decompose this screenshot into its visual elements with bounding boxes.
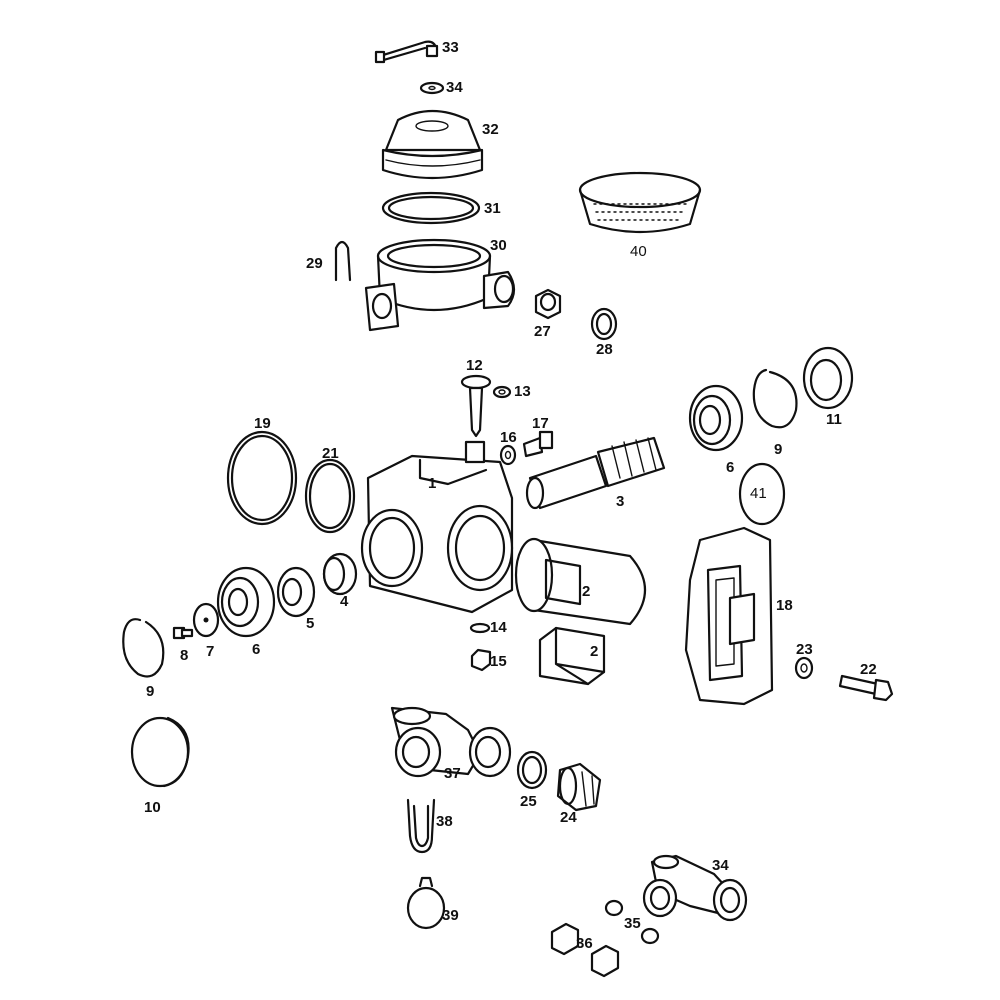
label-38: 38 [436, 813, 453, 830]
part-27-bushing [590, 307, 618, 341]
part-32-bent-pipe [374, 40, 439, 64]
part-3-shaft [525, 436, 666, 510]
part-30-o-ring [381, 191, 481, 225]
label-24: 24 [560, 809, 577, 826]
label-41: 41 [750, 485, 767, 502]
label-8: 8 [180, 647, 189, 664]
part-9-circlip-right [752, 368, 798, 429]
part-14-washer [469, 622, 491, 634]
part-19-o-ring [226, 430, 298, 526]
label-5: 5 [306, 615, 315, 632]
part-10-cover-cap [130, 716, 190, 788]
label-33: 34 [446, 79, 463, 96]
part-31-cap [381, 110, 484, 180]
label-22: 22 [860, 661, 877, 678]
label-25: 25 [520, 793, 537, 810]
label-40: 40 [630, 243, 647, 260]
part-35-hose-clamps [604, 899, 660, 945]
label-15: 15 [490, 653, 507, 670]
label-12: 12 [466, 357, 483, 374]
label-10: 10 [144, 799, 161, 816]
part-7-washer [192, 602, 220, 638]
label-9-right: 9 [774, 441, 783, 458]
part-34-cross-fitting [642, 854, 748, 922]
label-18: 18 [776, 597, 793, 614]
label-37: 37 [444, 765, 461, 782]
label-2-cylinder: 2 [582, 583, 591, 600]
part-13-washer [492, 385, 512, 399]
label-16: 16 [500, 429, 517, 446]
part-24-coupling [556, 762, 602, 812]
label-35: 35 [624, 915, 641, 932]
part-2-magnet-cylinder [514, 537, 647, 626]
label-17: 17 [532, 415, 549, 432]
part-2-magnet-block [538, 626, 606, 686]
part-37-tee-fitting [390, 706, 512, 778]
label-1: 1 [428, 475, 437, 492]
part-12-pin [460, 374, 492, 438]
label-21: 21 [322, 445, 339, 462]
part-18-cover [684, 526, 774, 706]
part-16-washer [499, 444, 517, 466]
part-28-clip [334, 240, 352, 282]
label-2-block: 2 [590, 643, 599, 660]
part-5-seal [276, 566, 316, 618]
label-32: 33 [442, 39, 459, 56]
part-40-strainer-basket [578, 171, 702, 234]
part-17-screw [522, 430, 554, 458]
label-7: 7 [206, 643, 215, 660]
part-38-clip [406, 798, 436, 854]
label-14: 14 [490, 619, 507, 636]
part-9-circlip-left [122, 618, 165, 678]
part-6-bearing-left [216, 566, 276, 638]
label-3: 3 [616, 493, 625, 510]
part-4-bushing [322, 552, 358, 596]
part-33-washer [419, 81, 445, 95]
label-6-right: 6 [726, 459, 735, 476]
part-25-ring [516, 750, 548, 790]
label-29: 30 [490, 237, 507, 254]
label-26: 27 [534, 323, 551, 340]
label-28: 29 [306, 255, 323, 272]
label-6-left: 6 [252, 641, 261, 658]
label-4: 4 [340, 593, 349, 610]
label-23: 23 [796, 641, 813, 658]
part-11-seal [802, 346, 854, 410]
part-26-nozzle [534, 288, 562, 320]
label-31: 32 [482, 121, 499, 138]
label-34: 34 [712, 857, 729, 874]
label-30: 31 [484, 200, 501, 217]
part-29-housing [364, 238, 516, 332]
part-22-bolt [838, 674, 894, 702]
label-13: 13 [514, 383, 531, 400]
part-41-o-ring [738, 462, 786, 526]
label-9-left: 9 [146, 683, 155, 700]
label-11: 11 [826, 411, 842, 428]
part-15-nut [470, 648, 492, 672]
part-21-o-ring [304, 458, 356, 534]
label-39: 39 [442, 907, 459, 924]
part-1-pump-body [360, 440, 514, 614]
label-27: 28 [596, 341, 613, 358]
part-23-washer [794, 656, 814, 680]
part-36-caps [550, 922, 620, 978]
part-6-bearing-right [688, 384, 744, 452]
label-19: 19 [254, 415, 271, 432]
part-8-screw [172, 626, 194, 640]
label-36: 36 [576, 935, 593, 952]
part-39-clamp-ring [406, 876, 446, 930]
